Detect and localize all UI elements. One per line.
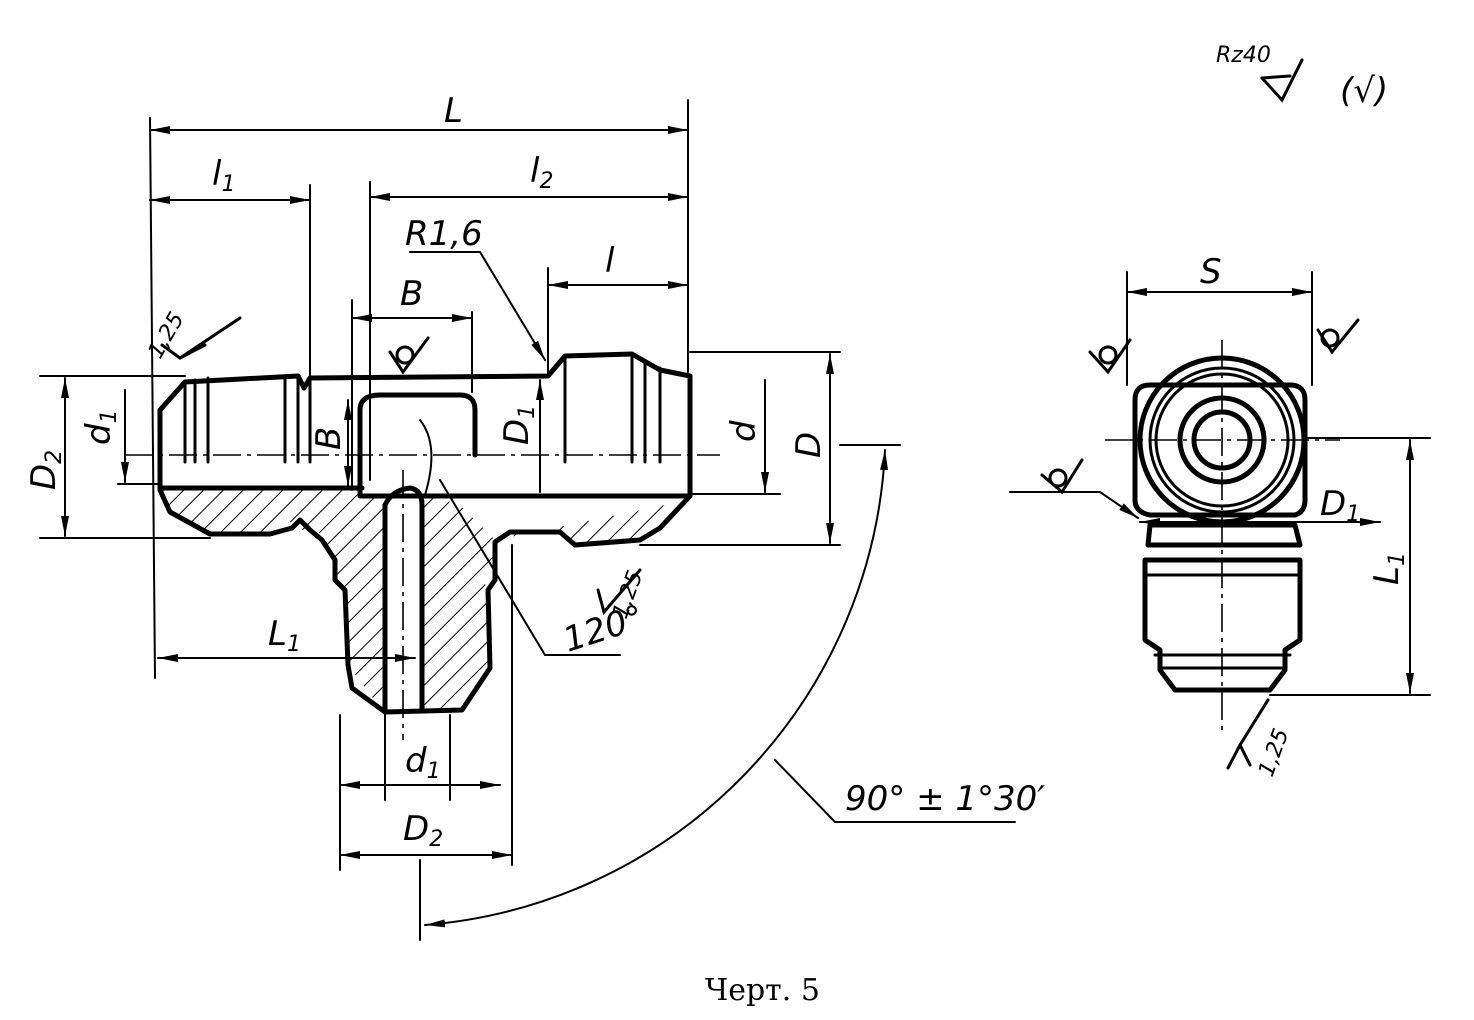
end-view-nut [1145, 522, 1303, 548]
label-D: D [789, 432, 829, 458]
general-roughness-note: Rz40 (√) [1216, 43, 1388, 111]
label-D1: D1 [497, 405, 540, 445]
label-D2-bottom: D2 [403, 809, 443, 852]
label-l2: l2 [530, 151, 553, 194]
end-view-lower-fitting [1142, 557, 1303, 693]
roughness-symbol-end-side [1009, 458, 1139, 519]
tee-section-view: L l1 l2 l R1,6 B B d D D1 d1 D2 L1 d1 D2… [24, 91, 1045, 941]
label-B-side: B [309, 427, 349, 450]
tee-end-view: S D1 L1 1,25 [1009, 252, 1431, 780]
hatch-left-wall [160, 488, 360, 532]
hatch-branch-right-wall [420, 492, 690, 710]
label-angle-90: 90° ± 1°30′ [845, 779, 1045, 819]
dim-angle-90-arc [424, 449, 889, 928]
roughness-symbol-top-left [160, 316, 242, 360]
label-l1: l1 [212, 154, 235, 197]
label-D1-right: D1 [1320, 484, 1360, 527]
label-d1-bottom: d1 [405, 741, 441, 784]
roughness-symbol-top-center [388, 336, 430, 375]
branch-bore [382, 485, 425, 713]
label-B-top: B [400, 274, 423, 314]
label-S: S [1200, 252, 1222, 292]
ext-left-end [149, 117, 156, 679]
label-rz40: Rz40 [1216, 43, 1271, 68]
leader-angle-90 [774, 759, 1016, 823]
label-d1-left: d1 [79, 409, 122, 445]
roughness-triangle [1260, 58, 1304, 103]
label-L1-left: L1 [268, 614, 301, 657]
roughness-symbol-bottom [596, 568, 642, 616]
figure-caption: Черт. 5 [705, 973, 820, 1008]
end-view-body [1132, 382, 1308, 518]
angle-120-arc [419, 419, 433, 496]
label-l: l [605, 241, 615, 281]
roughness-symbol-end-left [1088, 338, 1132, 375]
label-L1-right: L1 [1367, 552, 1410, 585]
roughness-symbol-end-bottom [1226, 698, 1270, 770]
label-check-mark: (√) [1340, 71, 1388, 111]
label-R16: R1,6 [405, 214, 483, 254]
leader-R16 [409, 251, 546, 361]
leader-120 [439, 479, 621, 656]
label-L: L [444, 91, 463, 131]
label-d: d [724, 420, 764, 442]
roughness-triangle-top [1260, 74, 1292, 80]
label-roughness-bottom: 1,25 [608, 567, 648, 622]
label-roughness-right: 1,25 [1254, 725, 1294, 780]
inner-chamber [357, 392, 478, 499]
roughness-symbol-end-right [1316, 318, 1360, 355]
label-D2-left: D2 [24, 450, 67, 490]
